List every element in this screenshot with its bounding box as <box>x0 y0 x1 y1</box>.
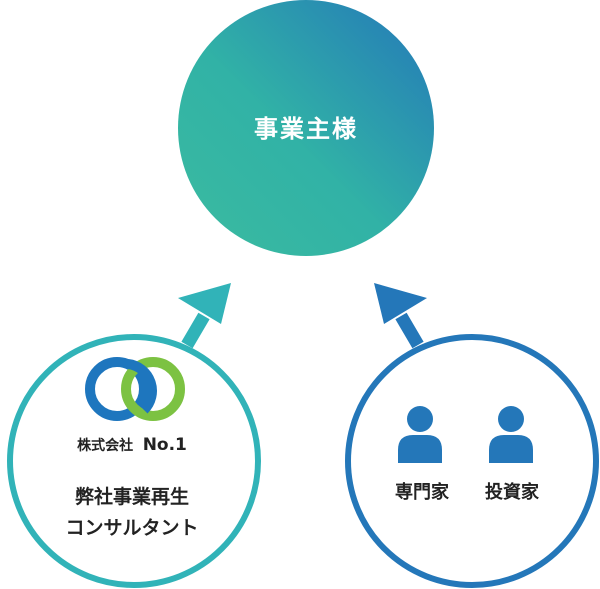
right-arrow <box>374 283 427 349</box>
consultant-ring <box>7 334 261 588</box>
left-arrow-head <box>178 283 231 324</box>
company-logo-icon <box>85 357 185 421</box>
left-arrow-shaft <box>181 312 210 349</box>
right-arrow-shaft <box>395 312 424 349</box>
business-owner-label: 事業主様 <box>254 115 358 143</box>
business-owner-circle <box>178 0 434 256</box>
company-name-prefix: 株式会社 <box>77 437 133 454</box>
business-owner-node: 事業主様 <box>178 0 434 256</box>
right-arrow-head <box>374 283 427 324</box>
partners-node: 専門家 投資家 <box>345 334 599 588</box>
partners-ring <box>345 334 599 588</box>
specialist-label: 専門家 <box>395 481 450 503</box>
investor-label: 投資家 <box>485 481 540 503</box>
company-name: 株式会社 No.1 <box>77 435 187 455</box>
consultant-label-line1: 弊社事業再生 <box>75 485 189 508</box>
consultant-label-line2: コンサルタント <box>65 517 198 539</box>
left-arrow <box>178 283 231 349</box>
company-name-suffix: No.1 <box>143 435 187 455</box>
specialist-person-icon <box>398 406 442 463</box>
consultant-node: 株式会社 No.1 弊社事業再生 コンサルタント <box>7 334 261 588</box>
investor-person-icon <box>489 406 533 463</box>
